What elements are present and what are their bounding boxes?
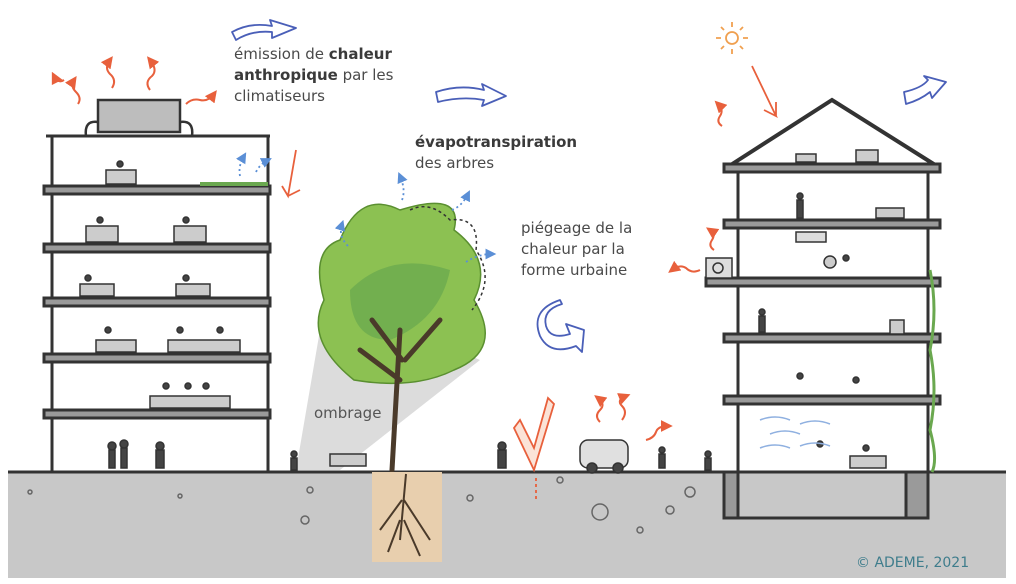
sun-icon [716,22,748,54]
label-heat-emission-line2: par les [337,66,394,84]
label-heat-emission-line3: climatiseurs [234,87,325,105]
ceiling-fan-breeze [759,416,831,449]
swirl-arrow [536,299,585,353]
label-heat-trapping: piégeage de la chaleur par la forme urba… [521,218,671,281]
heat-arrows [51,56,728,441]
reflected-heat-arrows [281,65,778,500]
label-heat-emission: émission de chaleur anthropique par les … [234,44,434,107]
label-heat-emission-bold1: chaleur [328,45,392,63]
label-shading: ombrage [314,404,382,422]
label-evapotranspiration-line2: des arbres [415,154,495,172]
label-heat-trapping-line3: forme urbaine [521,261,628,279]
left-building [42,134,272,472]
label-evapotranspiration: évapotranspiration des arbres [415,132,605,174]
office-figures [79,160,241,469]
label-evapotranspiration-bold: évapotranspiration [415,133,578,151]
rooftop-ac-unit [84,98,194,137]
house-figures [705,149,905,469]
copyright-credit: © ADEME, 2021 [856,555,970,571]
label-heat-emission-line1: émission de [234,45,329,63]
right-building [704,97,942,520]
evaporation-arrows [236,152,497,263]
ground [8,470,1006,578]
root-soil [372,472,442,562]
label-heat-trapping-line2: chaleur par la [521,240,625,258]
tree [296,202,486,562]
label-heat-emission-bold2: anthropique [234,66,338,84]
street-elements [290,439,712,474]
label-heat-trapping-line1: piégeage de la [521,219,633,237]
airflow-arrows [231,19,947,353]
